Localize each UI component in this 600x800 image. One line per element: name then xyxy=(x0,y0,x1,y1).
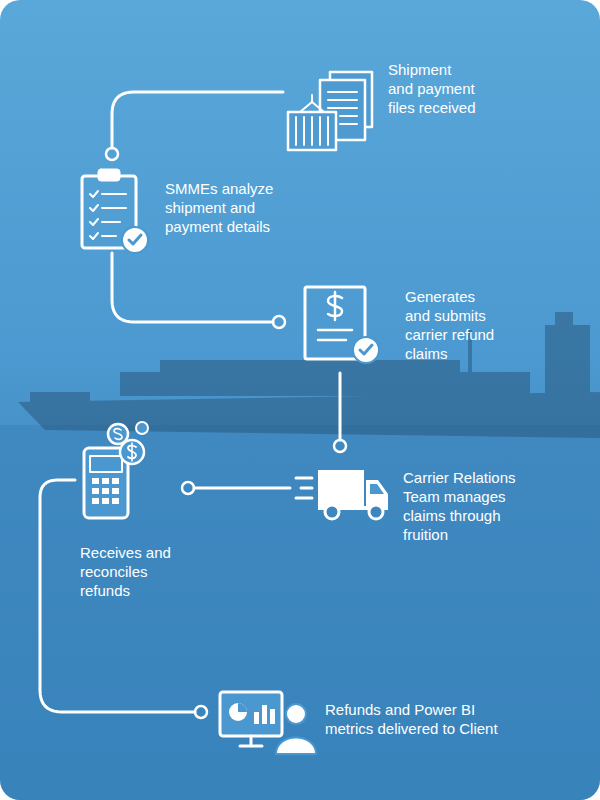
flow-connector-group xyxy=(182,482,290,494)
connector-end-ring xyxy=(334,440,346,452)
refund-claim-icon xyxy=(305,287,379,363)
process-step: Carrier Relations Team manages claims th… xyxy=(290,455,527,548)
flow-connector-group xyxy=(334,373,346,452)
flow-connector-group xyxy=(40,480,207,718)
step-label: Receives and reconciles refunds xyxy=(80,543,175,600)
dashboard-user-icon xyxy=(220,692,316,754)
delivery-truck-icon xyxy=(296,470,388,519)
process-step: SMMEs analyze shipment and payment detai… xyxy=(78,163,283,253)
connector-end-ring xyxy=(106,148,118,160)
process-step: Shipment and payment files received xyxy=(283,60,484,152)
flow-connector xyxy=(40,480,195,712)
flow-connector xyxy=(112,92,283,148)
process-step: Receives and reconciles refunds xyxy=(75,420,179,604)
connector-end-ring xyxy=(273,316,285,328)
process-step: Refunds and Power BI metrics delivered t… xyxy=(210,688,511,754)
step-label: Shipment and payment files received xyxy=(388,60,480,117)
step-label: Carrier Relations Team manages claims th… xyxy=(403,468,523,544)
connector-end-ring xyxy=(182,482,194,494)
phone-coins-icon xyxy=(84,422,148,518)
step-label: Generates and submits carrier refund cla… xyxy=(405,287,499,363)
flow-connector-group xyxy=(112,253,285,328)
step-label: SMMEs analyze shipment and payment detai… xyxy=(165,179,279,236)
process-step: Generates and submits carrier refund cla… xyxy=(288,285,503,373)
flow-connector-group xyxy=(106,92,283,160)
sea-ground xyxy=(0,425,600,800)
flow-connector xyxy=(339,373,342,440)
step-label: Refunds and Power BI metrics delivered t… xyxy=(325,700,507,738)
checklist-clipboard-icon xyxy=(82,169,148,253)
cargo-ship-silhouette xyxy=(18,312,600,438)
flow-connector xyxy=(194,487,290,490)
connector-end-ring xyxy=(195,706,207,718)
flow-connector xyxy=(112,253,273,322)
document-container-icon xyxy=(288,72,372,150)
